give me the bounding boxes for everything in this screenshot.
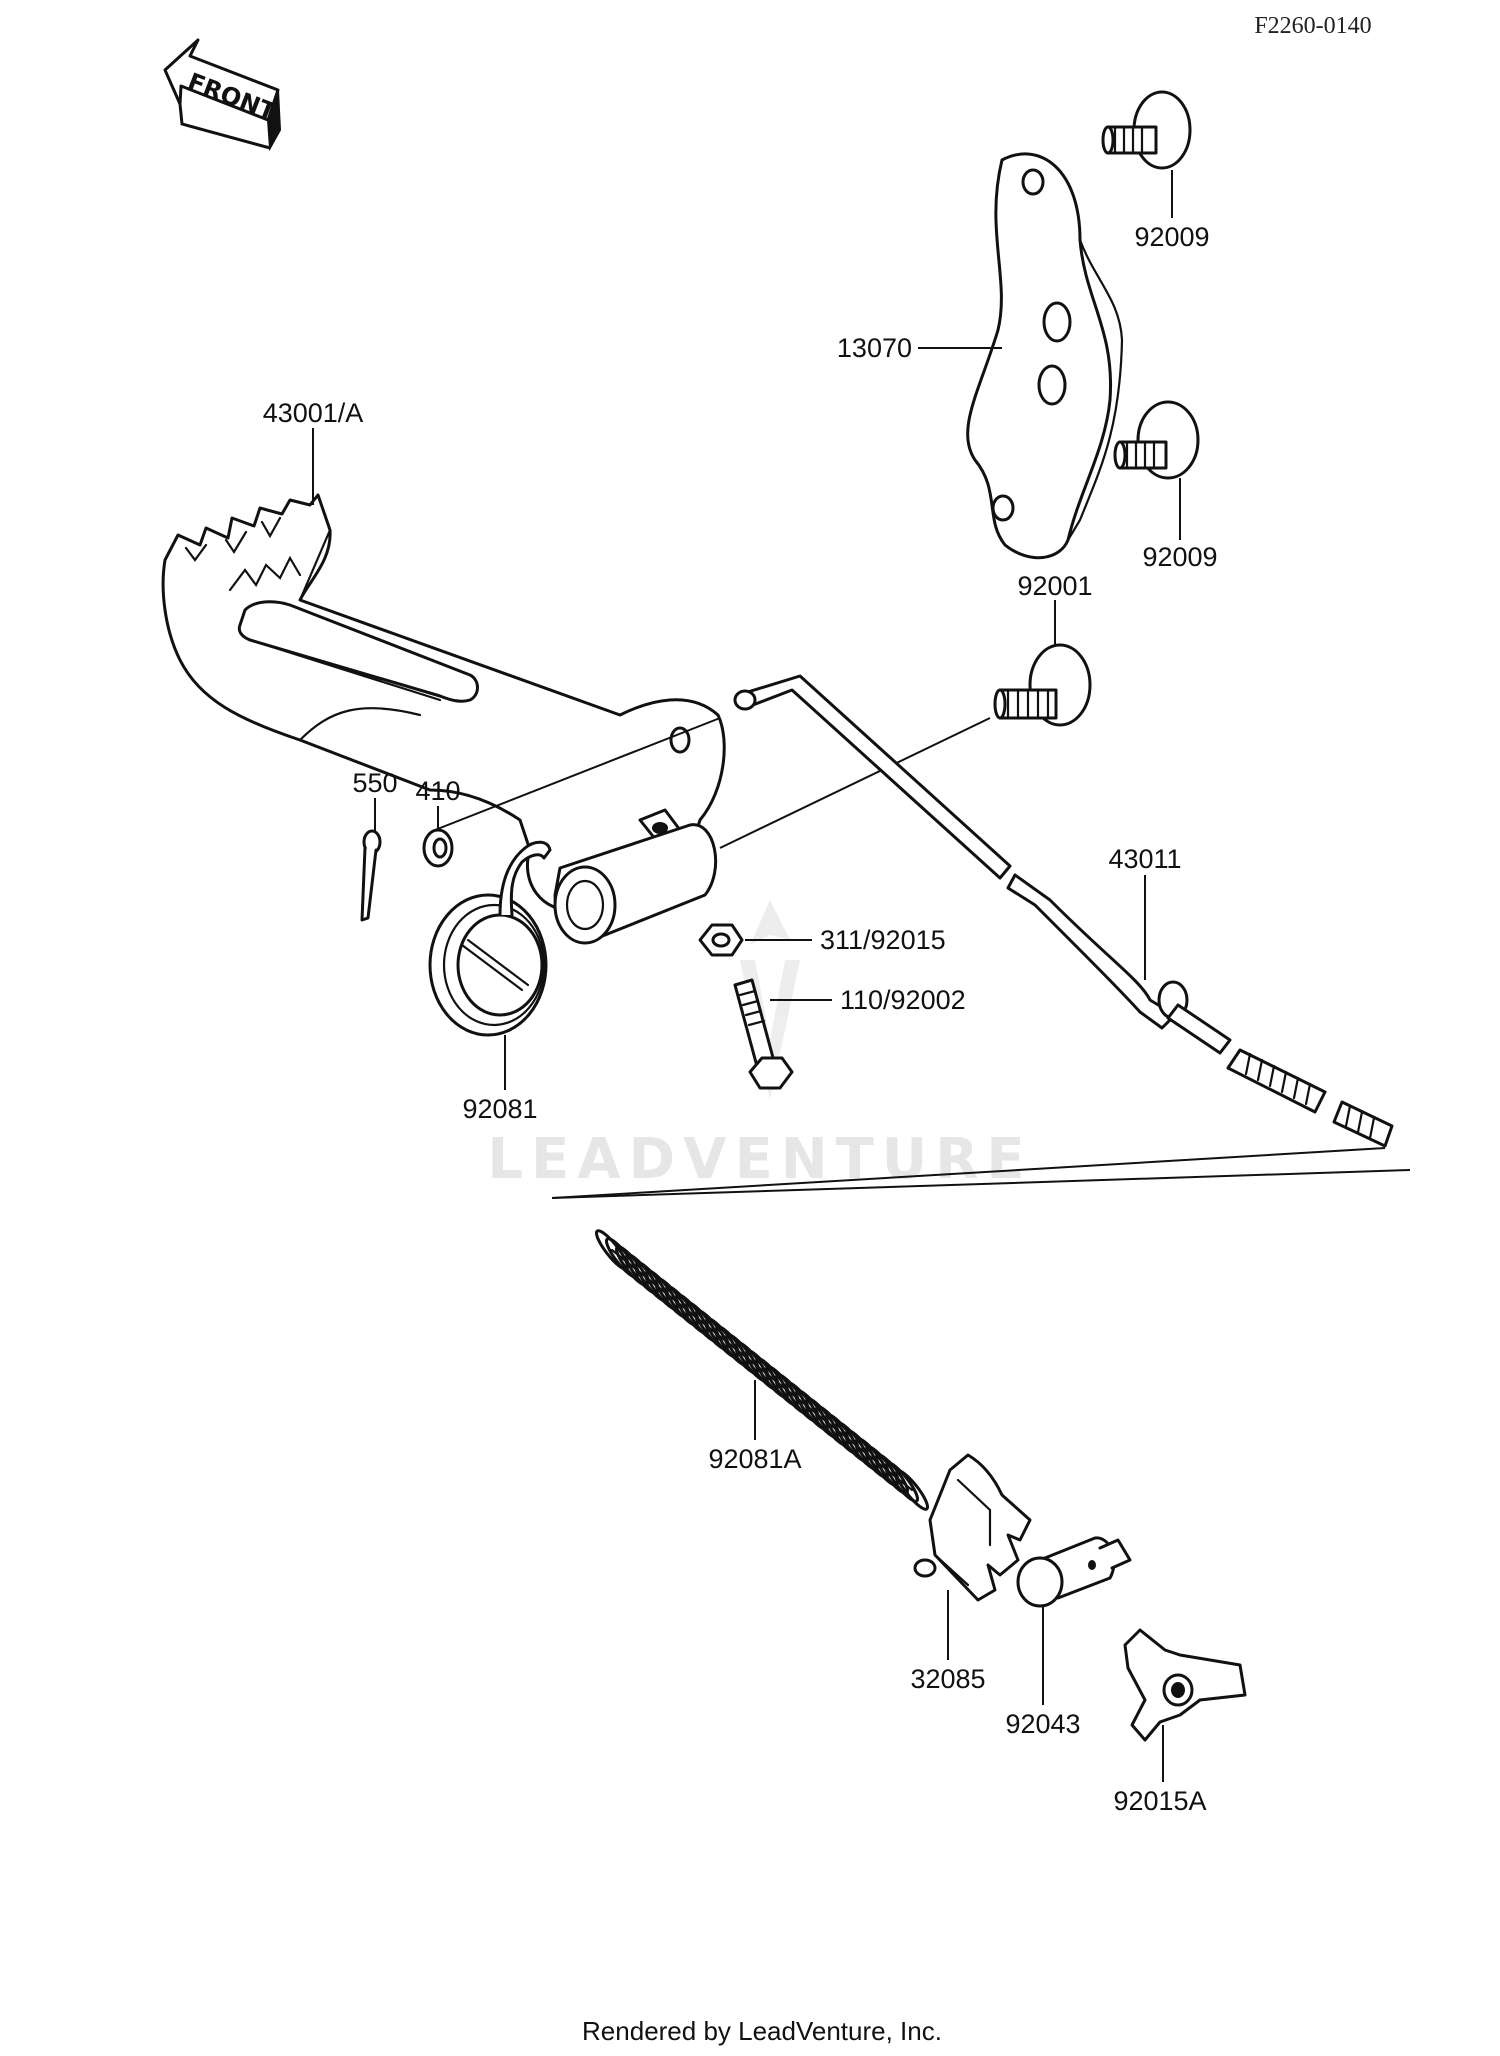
- front-arrow-icon: FRONT: [163, 38, 282, 152]
- label-92009-bottom: 92009: [1142, 542, 1217, 572]
- label-110-92002: 110/92002: [840, 985, 966, 1015]
- reference-code: F2260-0140: [1254, 13, 1371, 39]
- label-410: 410: [415, 776, 460, 806]
- label-92043: 92043: [1005, 1709, 1080, 1739]
- brake-pedal-43001a: [161, 493, 726, 945]
- bolt-92001: [993, 643, 1092, 727]
- compression-spring-92081a: [594, 1229, 930, 1511]
- pin-92043: [1016, 1536, 1132, 1608]
- label-92081: 92081: [462, 1094, 537, 1124]
- return-spring-92081: [428, 840, 552, 1037]
- label-13070: 13070: [837, 333, 912, 363]
- cotter-pin-550: [360, 829, 382, 922]
- label-311-92015: 311/92015: [820, 925, 946, 955]
- joint-32085: [913, 1453, 1032, 1602]
- bolt-92009-bottom: [1113, 400, 1200, 480]
- label-43011: 43011: [1108, 844, 1181, 874]
- spring-coil: [894, 1469, 930, 1511]
- nut-311-92015: [698, 923, 744, 957]
- label-550: 550: [352, 768, 397, 798]
- label-92009-top: 92009: [1134, 222, 1209, 252]
- spring-coil: [884, 1461, 920, 1503]
- label-92081a: 92081A: [708, 1444, 801, 1474]
- footer-credit: Rendered by LeadVenture, Inc.: [582, 2016, 942, 2046]
- watermark-text: LEADVENTURE: [487, 1127, 1032, 1192]
- washer-410: [422, 828, 454, 868]
- brake-rod-43011: [733, 674, 1394, 1148]
- bolt-110-92002: [733, 978, 794, 1090]
- label-92015a: 92015A: [1113, 1786, 1206, 1816]
- label-92001: 92001: [1017, 571, 1092, 601]
- wing-nut-92015a: [1123, 1628, 1247, 1742]
- label-43001a: 43001/A: [263, 398, 364, 428]
- bracket-plate-13070: [966, 152, 1124, 560]
- bolt-92009-top: [1101, 90, 1192, 170]
- label-32085: 32085: [910, 1664, 985, 1694]
